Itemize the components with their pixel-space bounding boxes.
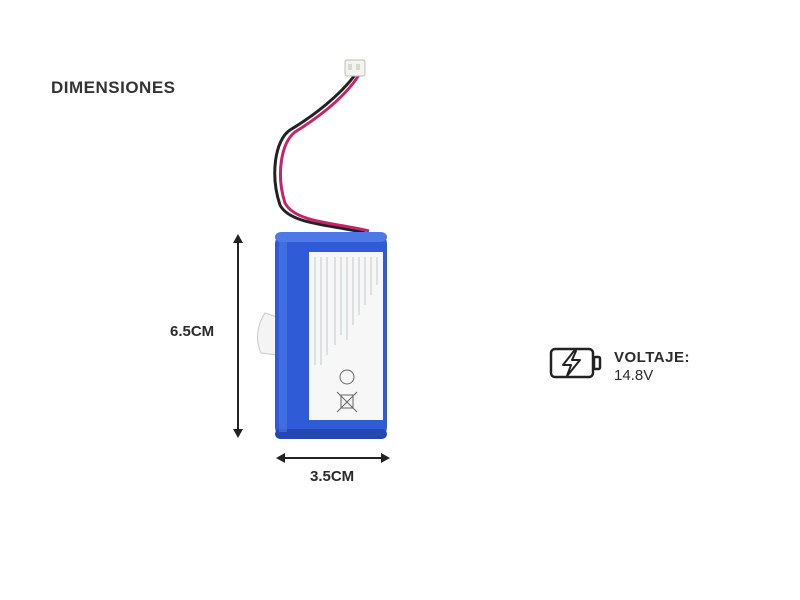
voltage-label: VOLTAJE: <box>614 349 690 366</box>
width-arrow <box>276 453 390 463</box>
height-arrow <box>233 234 243 438</box>
page-title: DIMENSIONES <box>51 78 176 97</box>
height-label: 6.5CM <box>170 323 215 340</box>
voltage-value: 14.8V <box>614 367 654 384</box>
battery-bolt-icon <box>549 347 602 379</box>
width-label: 3.5CM <box>310 468 355 485</box>
battery-pack-image <box>257 59 387 439</box>
